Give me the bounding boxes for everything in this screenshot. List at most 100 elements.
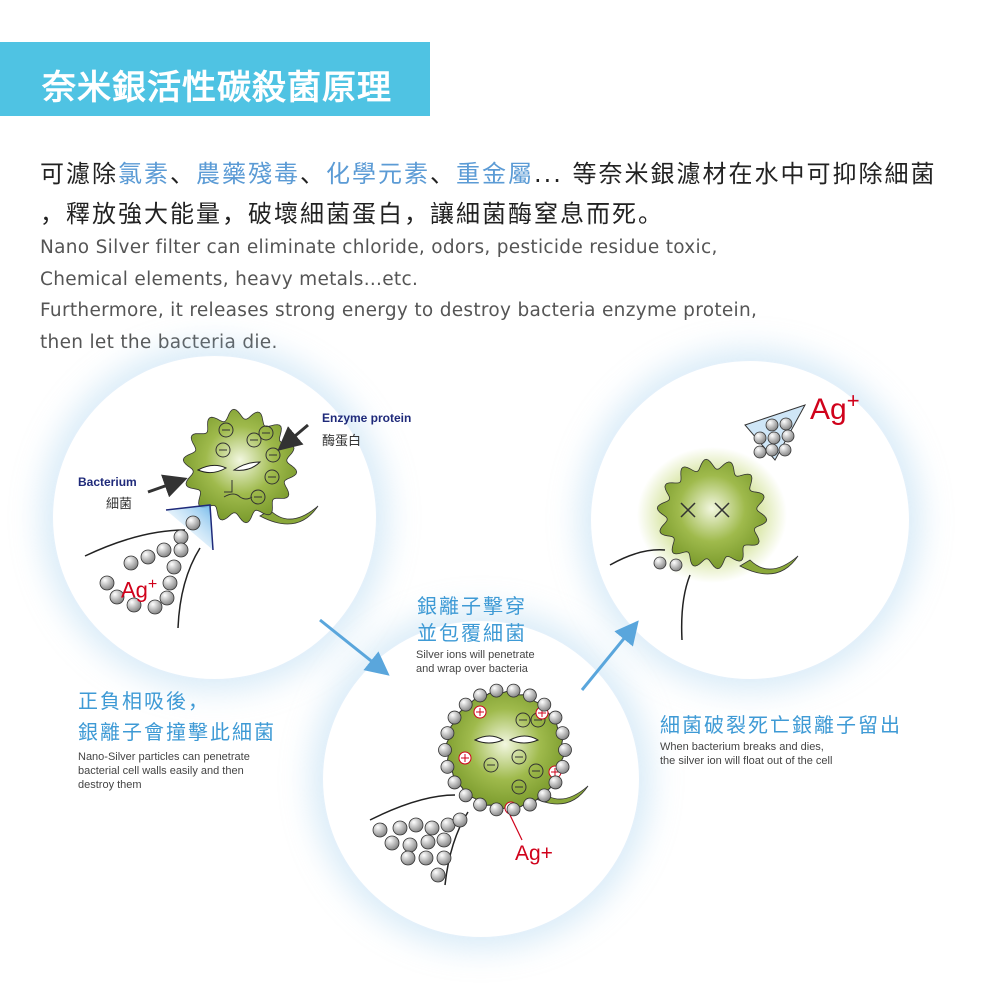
enzyme-arrow xyxy=(277,423,309,451)
silver-ion xyxy=(781,429,795,443)
negative-charge-icon xyxy=(515,712,531,728)
page-title: 奈米銀活性碳殺菌原理 xyxy=(42,68,392,108)
intro-text: 可濾除 xyxy=(40,160,118,188)
arrow-step2-to-3 xyxy=(580,620,639,691)
silver-ion xyxy=(669,558,683,572)
silver-ion xyxy=(166,559,182,575)
step1-caption-en: bacterial cell walls easily and then xyxy=(78,765,244,777)
silver-ion xyxy=(548,775,563,790)
silver-ion xyxy=(447,775,462,790)
silver-ion xyxy=(548,710,563,725)
silver-ion xyxy=(537,788,552,803)
silver-ion xyxy=(162,575,178,591)
step1-caption-zh: 銀離子會撞擊此細菌 xyxy=(78,720,276,744)
silver-ion xyxy=(424,820,440,836)
silver-ion xyxy=(523,688,537,703)
silver-ion xyxy=(436,850,452,866)
intro-en-line: Furthermore, it releases strong energy t… xyxy=(40,300,758,321)
silver-ion xyxy=(408,817,424,833)
silver-ion xyxy=(173,542,189,558)
silver-ion xyxy=(473,688,487,703)
silver-ion xyxy=(438,743,452,757)
silver-ions xyxy=(99,417,795,883)
silver-ion xyxy=(555,726,570,740)
silver-ion xyxy=(173,529,189,545)
step1-bacterium xyxy=(182,408,319,525)
silver-ion xyxy=(473,797,487,812)
negative-charge-icon xyxy=(528,763,544,779)
intro-text: ... 等奈米銀濾材在水中可抑除細菌 xyxy=(534,160,937,188)
step3-caption-en: the silver ion will float out of the cel… xyxy=(660,755,833,767)
bacterium-label-zh: 細菌 xyxy=(106,497,133,512)
dead-eye-icon xyxy=(714,502,730,518)
enzyme-label-zh: 酶蛋白 xyxy=(322,434,362,449)
eye-icon xyxy=(473,735,505,744)
step1-caption-zh: 正負相吸後， xyxy=(78,689,210,713)
silver-ion xyxy=(420,834,436,850)
negative-charge-icon xyxy=(483,757,499,773)
silver-ion xyxy=(458,788,473,803)
highlight-term: 化學元素 xyxy=(326,160,430,188)
negative-charge-icon xyxy=(264,469,280,485)
bacterium-tail xyxy=(259,505,319,525)
negative-charge-icon xyxy=(265,447,281,463)
silver-ion xyxy=(767,431,781,445)
silver-ion xyxy=(537,697,552,712)
silver-ion xyxy=(489,802,504,817)
silver-ion xyxy=(123,555,139,571)
step2-ag-label: Ag+ xyxy=(515,842,553,865)
highlight-term: 農藥殘毒 xyxy=(196,160,300,188)
bacterium-body xyxy=(656,458,768,570)
silver-ion xyxy=(156,542,172,558)
silver-ion xyxy=(126,597,142,613)
silver-ion xyxy=(779,417,793,431)
ag-text: Ag xyxy=(121,577,148,603)
ag-text: Ag xyxy=(810,393,847,426)
silver-ion xyxy=(458,697,473,712)
intro-text: 、 xyxy=(170,160,196,188)
ag-label: Ag+ xyxy=(121,576,157,603)
silver-ion xyxy=(555,760,570,774)
bacterium-arrow xyxy=(147,474,188,498)
silver-ion xyxy=(402,837,418,853)
step3-caption-zh: 細菌破裂死亡銀離子留出 xyxy=(660,713,902,737)
intro-text: 、 xyxy=(300,160,326,188)
silver-ion xyxy=(440,726,455,740)
intro-zh-line1: 可濾除氯素、農藥殘毒、化學元素、重金屬... 等奈米銀濾材在水中可抑除細菌 xyxy=(40,154,937,189)
silver-ion xyxy=(147,599,163,615)
silver-ion xyxy=(430,867,446,883)
silver-ion xyxy=(653,556,667,570)
negative-charge-icon xyxy=(250,489,266,505)
silver-ion xyxy=(159,590,175,606)
silver-ion xyxy=(506,683,521,698)
silver-ion xyxy=(523,797,537,812)
highlight-term: 重金屬 xyxy=(456,160,534,188)
negative-charge-icon xyxy=(246,432,262,448)
step1-caption-en: Nano-Silver particles can penetrate xyxy=(78,751,250,763)
negative-charge-icon xyxy=(511,749,527,765)
intro-zh-line2: ，釋放強大能量，破壞細菌蛋白，讓細菌酶窒息而死。 xyxy=(40,200,664,228)
silver-ion xyxy=(99,575,115,591)
eye-icon xyxy=(508,735,540,744)
silver-ion xyxy=(372,822,388,838)
mouth xyxy=(223,480,253,500)
silver-ion xyxy=(765,418,779,432)
ag-plus: + xyxy=(846,388,860,413)
silver-ion xyxy=(753,445,767,459)
intro-en-line: Nano Silver filter can eliminate chlorid… xyxy=(40,237,718,258)
silver-ion xyxy=(558,743,572,757)
step2-caption-en: Silver ions will penetrate xyxy=(416,649,535,661)
silver-ion xyxy=(753,431,767,445)
silver-ion xyxy=(185,515,201,531)
step2-caption-zh: 並包覆細菌 xyxy=(417,621,527,645)
silver-ion xyxy=(436,832,452,848)
intro-en-line: Chemical elements, heavy metals...etc. xyxy=(40,269,419,290)
step3-bacterium xyxy=(637,447,799,583)
bacterium-label-en: Bacterium xyxy=(78,475,137,489)
arrow-step1-to-2 xyxy=(319,618,390,676)
silver-ion xyxy=(140,549,156,565)
enzyme-label-en: Enzyme protein xyxy=(322,411,412,425)
bacterium-tail xyxy=(739,555,799,575)
step1-caption-en: destroy them xyxy=(78,779,142,791)
